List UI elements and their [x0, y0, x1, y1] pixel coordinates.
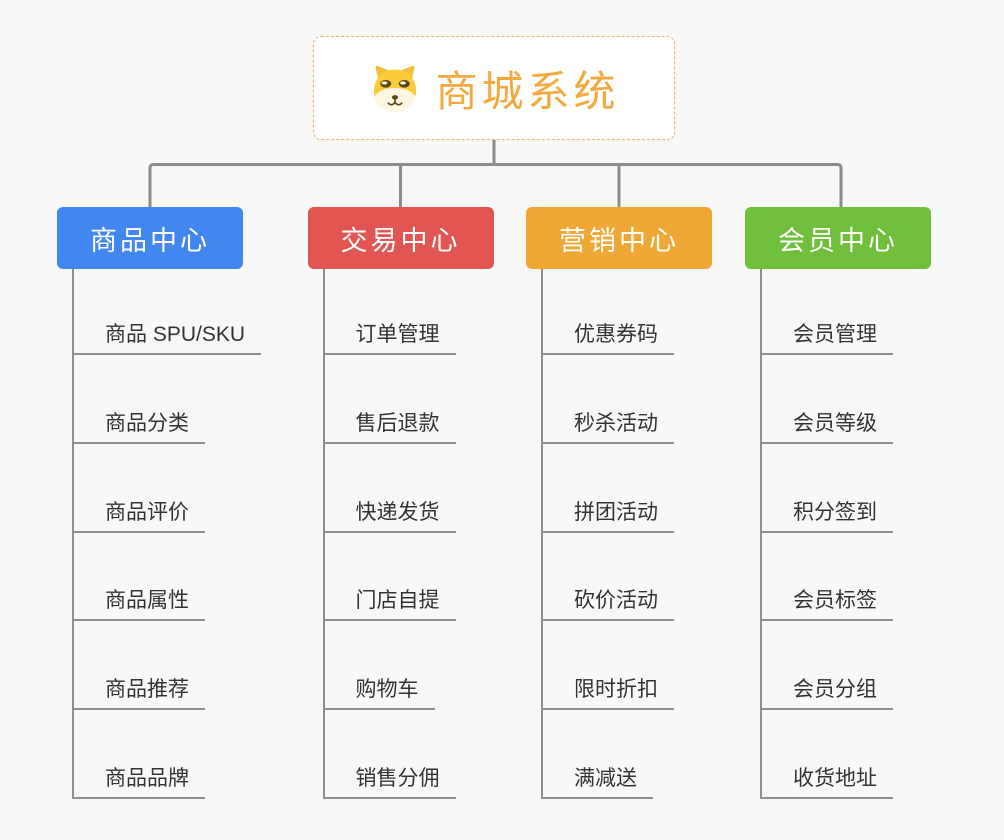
- bus-connector-line: [148, 163, 843, 209]
- branch-item-product-center-3[interactable]: 商品属性: [72, 573, 205, 622]
- branch-item-member-center-5[interactable]: 收货地址: [760, 751, 893, 799]
- branch-header-marketing-center[interactable]: 营销中心: [526, 207, 712, 269]
- branch-item-trade-center-4[interactable]: 购物车: [322, 662, 435, 711]
- branch-item-marketing-center-4[interactable]: 限时折扣: [541, 662, 674, 711]
- branch-item-member-center-4[interactable]: 会员分组: [760, 662, 893, 711]
- branch-item-product-center-2[interactable]: 商品评价: [72, 485, 205, 533]
- branch-item-product-center-1[interactable]: 商品分类: [72, 396, 205, 444]
- dog-face-icon: [368, 61, 422, 115]
- branch-item-product-center-4[interactable]: 商品推荐: [72, 662, 205, 711]
- branch-item-trade-center-3[interactable]: 门店自提: [322, 573, 456, 622]
- branch-item-trade-center-0[interactable]: 订单管理: [322, 307, 456, 355]
- branch-item-product-center-5[interactable]: 商品品牌: [72, 751, 205, 799]
- branch-item-member-center-0[interactable]: 会员管理: [760, 307, 893, 355]
- branch-item-product-center-0[interactable]: 商品 SPU/SKU: [72, 307, 262, 355]
- root-title: 商城系统: [435, 67, 620, 115]
- branch-item-member-center-1[interactable]: 会员等级: [760, 396, 893, 444]
- branch-spine-product-center: [72, 269, 74, 799]
- branch-item-marketing-center-2[interactable]: 拼团活动: [541, 485, 674, 533]
- root-node[interactable]: 商城系统: [313, 36, 675, 140]
- branch-item-member-center-3[interactable]: 会员标签: [760, 573, 893, 622]
- branch-item-marketing-center-0[interactable]: 优惠券码: [541, 307, 674, 355]
- branch-header-product-center[interactable]: 商品中心: [57, 207, 243, 269]
- branch-header-trade-center[interactable]: 交易中心: [307, 207, 494, 269]
- branch-item-member-center-2[interactable]: 积分签到: [760, 485, 893, 533]
- branch-item-marketing-center-3[interactable]: 砍价活动: [541, 573, 674, 622]
- branch-item-marketing-center-1[interactable]: 秒杀活动: [541, 396, 674, 444]
- branch-spine-trade-center: [322, 269, 325, 799]
- branch-item-trade-center-5[interactable]: 销售分佣: [322, 751, 456, 799]
- branch-spine-member-center: [760, 269, 762, 799]
- branch-spine-marketing-center: [541, 269, 543, 799]
- branch-item-trade-center-1[interactable]: 售后退款: [322, 396, 456, 444]
- branch-header-member-center[interactable]: 会员中心: [745, 207, 931, 269]
- branch-item-trade-center-2[interactable]: 快递发货: [322, 485, 456, 533]
- branch-item-marketing-center-5[interactable]: 满减送: [541, 751, 653, 799]
